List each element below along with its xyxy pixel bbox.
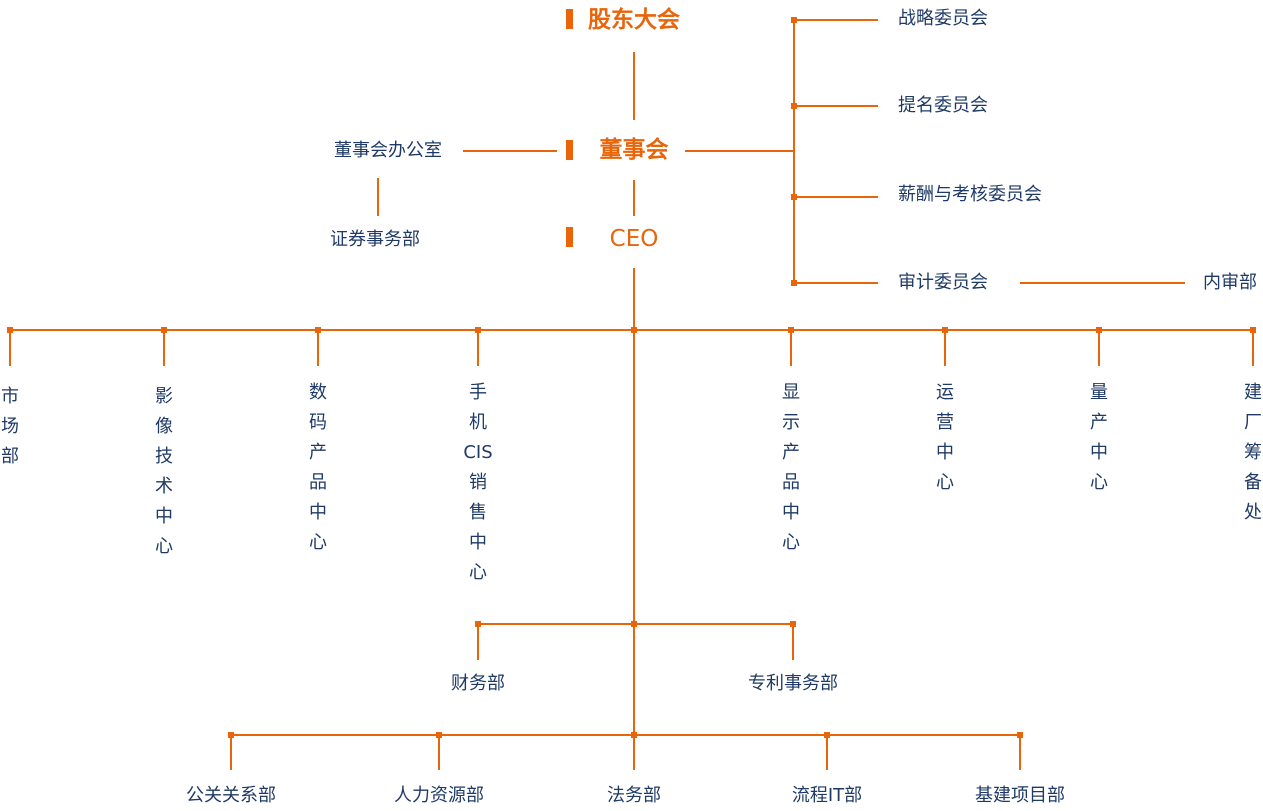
unit-char: 筹 [1244, 442, 1262, 463]
unit-char: 厂 [1244, 412, 1262, 433]
unit-mobile-cis-sales-center[interactable]: 手 机 CIS 销 售 中 心 [458, 378, 498, 588]
unit-char: 品 [782, 472, 800, 493]
unit-char: 销 [469, 472, 487, 493]
junction-node [631, 732, 637, 738]
ceo-marker [566, 227, 573, 247]
junction-node [7, 327, 13, 333]
junction-node [315, 327, 321, 333]
unit-char: 中 [469, 532, 487, 553]
node-audit-committee[interactable]: 审计委员会 [898, 272, 988, 293]
node-nomination-committee[interactable]: 提名委员会 [898, 95, 988, 116]
unit-char: 品 [309, 472, 327, 493]
unit-display-products-center[interactable]: 显 示 产 品 中 心 [771, 378, 811, 558]
node-legal[interactable]: 法务部 [607, 785, 661, 806]
unit-char: 心 [782, 532, 800, 553]
unit-char: 部 [1, 446, 19, 467]
unit-char: 像 [155, 416, 173, 437]
unit-marketing[interactable]: 市 场 部 [0, 382, 30, 472]
shareholders-marker [566, 9, 573, 29]
junction-node [436, 732, 442, 738]
unit-char: 营 [936, 412, 954, 433]
node-ceo[interactable]: CEO [609, 226, 659, 252]
unit-char: CIS [463, 442, 493, 463]
unit-imaging-tech-center[interactable]: 影 像 技 术 中 心 [144, 382, 184, 562]
junction-node [791, 194, 797, 200]
unit-char: 码 [309, 412, 327, 433]
unit-char: 中 [936, 442, 954, 463]
unit-char: 心 [309, 532, 327, 553]
junction-node [1017, 732, 1023, 738]
unit-char: 影 [155, 386, 173, 407]
unit-char: 示 [782, 412, 800, 433]
unit-char: 手 [469, 382, 487, 403]
unit-char: 售 [469, 502, 487, 523]
junction-node [790, 621, 796, 627]
unit-char: 术 [155, 476, 173, 497]
junction-node [791, 280, 797, 286]
junction-node [1250, 327, 1256, 333]
junction-node [631, 327, 637, 333]
unit-digital-products-center[interactable]: 数 码 产 品 中 心 [298, 378, 338, 558]
unit-char: 产 [1090, 412, 1108, 433]
unit-char: 运 [936, 382, 954, 403]
unit-char: 市 [1, 386, 19, 407]
node-infrastructure-projects[interactable]: 基建项目部 [975, 785, 1065, 806]
unit-char: 产 [782, 442, 800, 463]
junction-node [475, 621, 481, 627]
unit-char: 量 [1090, 382, 1108, 403]
unit-char: 机 [469, 412, 487, 433]
node-process-it[interactable]: 流程IT部 [791, 785, 863, 806]
junction-node [161, 327, 167, 333]
node-securities-affairs[interactable]: 证券事务部 [330, 229, 420, 250]
unit-char: 心 [469, 562, 487, 583]
unit-char: 数 [309, 382, 327, 403]
node-internal-audit[interactable]: 内审部 [1203, 272, 1257, 293]
junction-node [788, 327, 794, 333]
junction-node [791, 17, 797, 23]
junction-node [942, 327, 948, 333]
unit-char: 建 [1244, 382, 1262, 403]
unit-char: 中 [155, 506, 173, 527]
node-board-office[interactable]: 董事会办公室 [334, 140, 442, 161]
unit-factory-preparation-office[interactable]: 建 厂 筹 备 处 [1233, 378, 1263, 528]
unit-char: 产 [309, 442, 327, 463]
unit-char: 技 [155, 446, 173, 467]
node-patent-affairs[interactable]: 专利事务部 [748, 673, 838, 694]
unit-char: 心 [1090, 472, 1108, 493]
unit-char: 心 [936, 472, 954, 493]
node-human-resources[interactable]: 人力资源部 [394, 785, 484, 806]
junction-node [1096, 327, 1102, 333]
board-marker [566, 140, 573, 160]
unit-char: 中 [782, 502, 800, 523]
unit-operations-center[interactable]: 运 营 中 心 [925, 378, 965, 498]
node-remuneration-committee[interactable]: 薪酬与考核委员会 [898, 184, 1042, 205]
node-shareholders-meeting[interactable]: 股东大会 [588, 7, 680, 33]
junction-node [228, 732, 234, 738]
unit-char: 中 [309, 502, 327, 523]
node-finance[interactable]: 财务部 [451, 673, 505, 694]
junction-node [824, 732, 830, 738]
junction-node [631, 621, 637, 627]
unit-char: 显 [782, 382, 800, 403]
node-strategy-committee[interactable]: 战略委员会 [898, 8, 988, 29]
unit-char: 场 [1, 416, 19, 437]
node-public-relations[interactable]: 公关关系部 [186, 785, 276, 806]
junction-node [791, 103, 797, 109]
unit-char: 心 [155, 536, 173, 557]
unit-char: 备 [1244, 472, 1262, 493]
unit-mass-production-center[interactable]: 量 产 中 心 [1079, 378, 1119, 498]
junction-node [475, 327, 481, 333]
node-board-of-directors[interactable]: 董事会 [599, 137, 669, 163]
unit-char: 中 [1090, 442, 1108, 463]
unit-char: 处 [1244, 502, 1262, 523]
